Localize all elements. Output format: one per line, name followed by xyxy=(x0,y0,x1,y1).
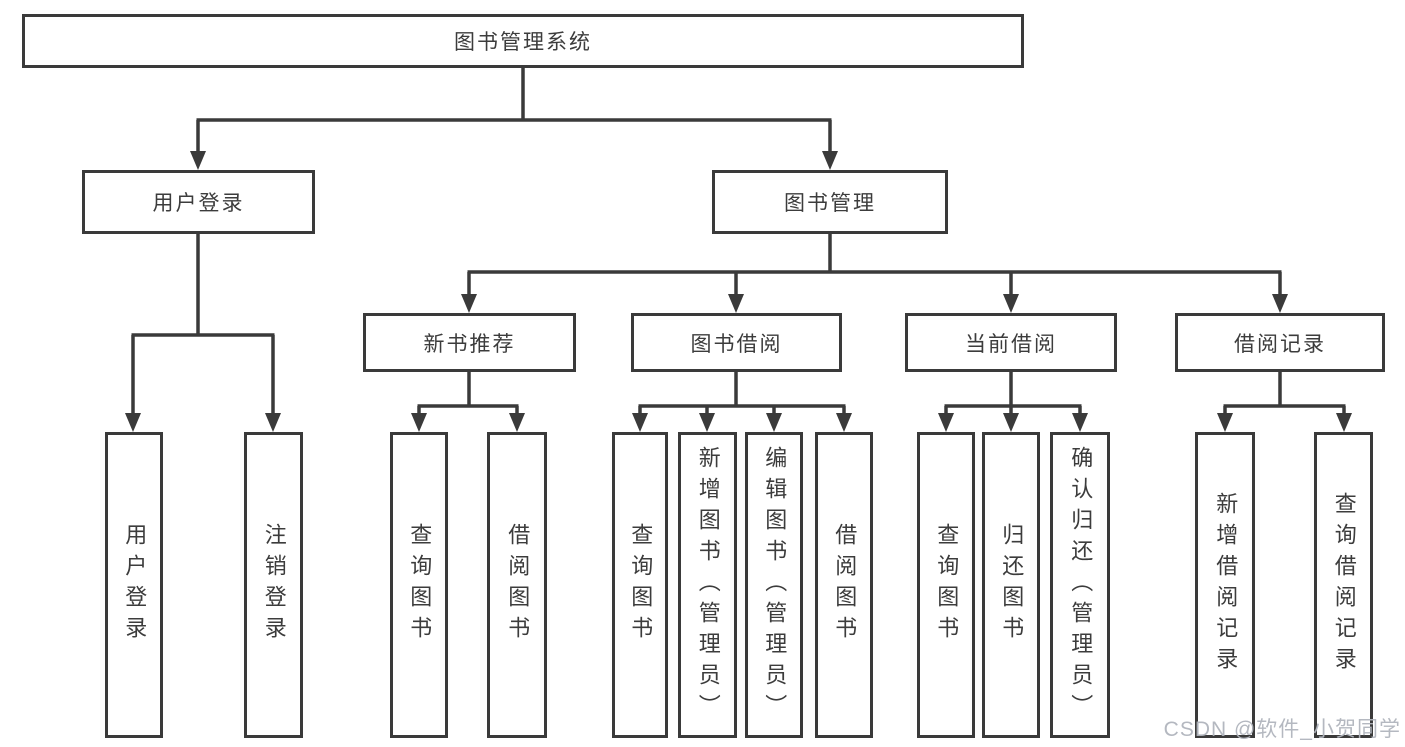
node-user-login-branch-label: 用户登录 xyxy=(152,192,245,215)
node-root-label: 图书管理系统 xyxy=(454,31,592,54)
leaf-query-borrow-record: 查询借阅记录 xyxy=(1314,432,1373,738)
node-book-borrow-label: 图书借阅 xyxy=(690,332,783,356)
leaf-confirm-return-admin-label: 确认归还（管理员） xyxy=(1068,445,1094,725)
leaf-borrow-query-books-label: 查询图书 xyxy=(628,523,654,647)
leaf-borrow-books: 借阅图书 xyxy=(815,432,873,738)
leaf-borrow-query-books: 查询图书 xyxy=(612,432,668,738)
leaf-recommend-borrow-books-label: 借阅图书 xyxy=(505,523,531,647)
node-current-borrow: 当前借阅 xyxy=(905,313,1117,372)
arrowheads xyxy=(125,151,1352,432)
csdn-watermark: CSDN @软件_小贺同学 xyxy=(1163,718,1401,741)
node-root-system: 图书管理系统 xyxy=(22,14,1024,68)
leaf-edit-books-admin-label: 编辑图书（管理员） xyxy=(762,445,788,725)
leaf-edit-books-admin: 编辑图书（管理员） xyxy=(745,432,803,738)
node-borrow-records: 借阅记录 xyxy=(1175,313,1385,372)
leaf-current-query-books: 查询图书 xyxy=(917,432,975,738)
node-book-borrow: 图书借阅 xyxy=(631,313,842,372)
leaf-add-books-admin-label: 新增图书（管理员） xyxy=(695,445,721,725)
leaf-add-borrow-record-label: 新增借阅记录 xyxy=(1213,492,1239,678)
leaf-return-books: 归还图书 xyxy=(982,432,1040,738)
node-new-book-recommend: 新书推荐 xyxy=(363,313,576,372)
leaf-recommend-borrow-books: 借阅图书 xyxy=(487,432,547,738)
leaf-recommend-query-books-label: 查询图书 xyxy=(407,523,433,647)
leaf-logout: 注销登录 xyxy=(244,432,303,738)
leaf-user-login: 用户登录 xyxy=(105,432,163,738)
leaf-add-borrow-record: 新增借阅记录 xyxy=(1195,432,1255,738)
leaf-user-login-label: 用户登录 xyxy=(122,523,148,647)
leaf-recommend-query-books: 查询图书 xyxy=(390,432,448,738)
leaf-return-books-label: 归还图书 xyxy=(999,523,1025,647)
node-book-management-branch-label: 图书管理 xyxy=(784,192,876,215)
leaf-current-query-books-label: 查询图书 xyxy=(934,523,960,647)
leaf-confirm-return-admin: 确认归还（管理员） xyxy=(1050,432,1110,738)
node-book-management-branch: 图书管理 xyxy=(712,170,948,234)
node-user-login-branch: 用户登录 xyxy=(82,170,315,234)
leaf-add-books-admin: 新增图书（管理员） xyxy=(678,432,737,738)
leaf-query-borrow-record-label: 查询借阅记录 xyxy=(1331,492,1357,678)
node-current-borrow-label: 当前借阅 xyxy=(965,332,1057,356)
node-borrow-records-label: 借阅记录 xyxy=(1234,332,1326,356)
node-new-book-recommend-label: 新书推荐 xyxy=(423,332,516,356)
leaf-borrow-books-label: 借阅图书 xyxy=(832,523,858,647)
leaf-logout-label: 注销登录 xyxy=(261,523,287,647)
